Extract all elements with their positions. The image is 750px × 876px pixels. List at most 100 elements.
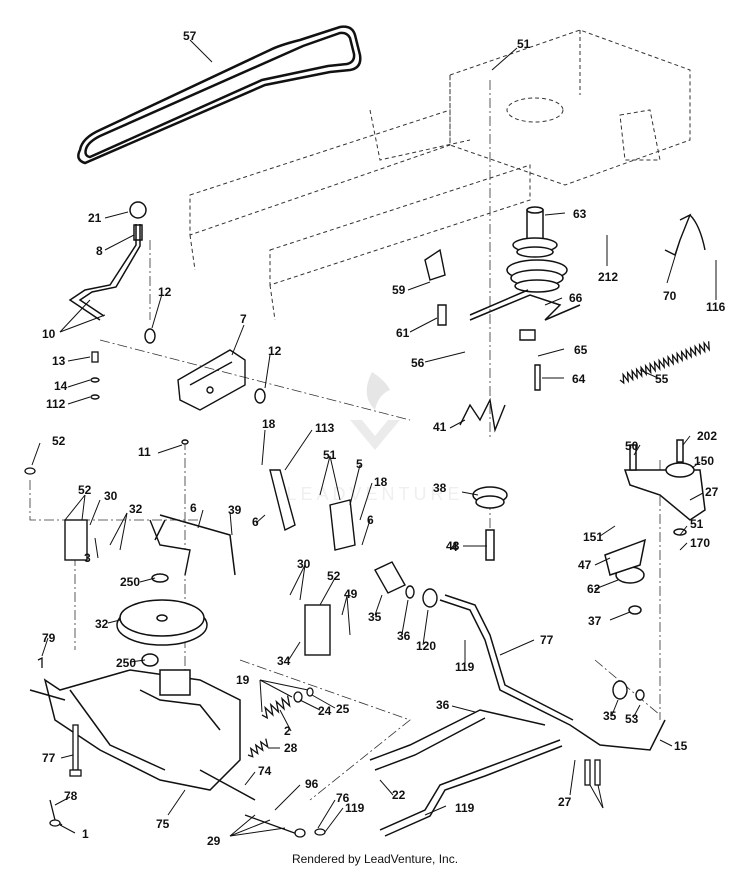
- callout-32: 32: [129, 502, 143, 516]
- callout-35: 35: [368, 610, 382, 624]
- callout-116: 116: [706, 300, 726, 314]
- control-rods: [369, 594, 666, 837]
- callout-37: 37: [588, 614, 602, 628]
- callout-4: 4: [451, 540, 458, 554]
- callout-7: 7: [240, 312, 247, 326]
- callout-50: 50: [625, 439, 639, 453]
- callout-6: 6: [190, 501, 197, 515]
- callout-250: 250: [120, 575, 140, 589]
- callout-5: 5: [356, 457, 363, 471]
- callout-22: 22: [392, 788, 406, 802]
- callout-59: 59: [392, 283, 406, 297]
- callout-2: 2: [284, 724, 291, 738]
- callout-30: 30: [297, 557, 311, 571]
- callout-52: 52: [327, 569, 341, 583]
- callout-1: 1: [82, 827, 89, 841]
- callout-27: 27: [705, 485, 719, 499]
- callout-61: 61: [396, 326, 410, 340]
- callout-113: 113: [315, 421, 335, 435]
- callout-76: 76: [336, 791, 350, 805]
- callout-66: 66: [569, 291, 583, 305]
- callout-30: 30: [104, 489, 118, 503]
- watermark-text: LEADVENTURE: [286, 484, 463, 504]
- callout-202: 202: [697, 429, 717, 443]
- callout-51: 51: [690, 517, 704, 531]
- callout-32: 32: [95, 617, 109, 631]
- callout-52: 52: [78, 483, 92, 497]
- callout-15: 15: [674, 739, 688, 753]
- brake-plate: [604, 439, 706, 615]
- callout-28: 28: [284, 741, 298, 755]
- leader-lines: [31, 39, 717, 837]
- callout-52: 52: [52, 434, 66, 448]
- callout-36: 36: [436, 698, 450, 712]
- small-brackets: [424, 213, 706, 433]
- callout-119: 119: [455, 801, 475, 815]
- callout-18: 18: [374, 475, 388, 489]
- callout-3: 3: [84, 551, 91, 565]
- callout-47: 47: [578, 558, 592, 572]
- callout-21: 21: [88, 211, 102, 225]
- spring: [619, 340, 711, 385]
- callout-39: 39: [228, 503, 242, 517]
- bolts: [24, 351, 601, 838]
- coil-springs: [247, 687, 314, 758]
- chassis-frame: [189, 29, 691, 321]
- transaxle: [29, 669, 256, 801]
- washers: [90, 328, 266, 445]
- callout-41: 41: [433, 420, 447, 434]
- callout-38: 38: [433, 481, 447, 495]
- callout-57: 57: [183, 29, 197, 43]
- callout-24: 24: [318, 704, 332, 718]
- callout-79: 79: [42, 631, 56, 645]
- callout-74: 74: [258, 764, 272, 778]
- callout-250: 250: [116, 656, 136, 670]
- callout-18: 18: [262, 417, 276, 431]
- drive-belt: [77, 25, 362, 165]
- callout-12: 12: [268, 344, 282, 358]
- callout-78: 78: [64, 789, 78, 803]
- callout-51: 51: [517, 37, 531, 51]
- callout-14: 14: [54, 379, 68, 393]
- callout-11: 11: [138, 445, 151, 459]
- callout-96: 96: [305, 777, 319, 791]
- callout-10: 10: [42, 327, 56, 341]
- callout-63: 63: [573, 207, 587, 221]
- callout-8: 8: [96, 244, 103, 258]
- callout-51: 51: [323, 448, 337, 462]
- callout-48: 48: [446, 539, 460, 553]
- callout-151: 151: [583, 530, 603, 544]
- callout-112: 112: [46, 397, 66, 411]
- callout-19: 19: [236, 673, 250, 687]
- callout-49: 49: [344, 587, 358, 601]
- callout-12: 12: [158, 285, 172, 299]
- callout-36: 36: [397, 629, 411, 643]
- callout-6: 6: [367, 513, 374, 527]
- rod-170: [154, 514, 236, 576]
- callout-170: 170: [690, 536, 710, 550]
- sleeves: [374, 561, 645, 701]
- callout-77: 77: [540, 633, 554, 647]
- callout-27: 27: [558, 795, 572, 809]
- mount-brackets: [64, 469, 356, 656]
- callout-6: 6: [252, 515, 259, 529]
- footer-credit: Rendered by LeadVenture, Inc.: [291, 852, 459, 866]
- watermark: LEADVENTURE: [286, 372, 463, 504]
- callout-56: 56: [411, 356, 425, 370]
- shift-bracket: [177, 349, 246, 411]
- callout-77: 77: [42, 751, 56, 765]
- idler-pulley-stack: [506, 206, 568, 293]
- callout-35: 35: [603, 709, 617, 723]
- callout-62: 62: [587, 582, 601, 596]
- callout-120: 120: [416, 639, 436, 653]
- shift-lever: [68, 201, 147, 321]
- callout-75: 75: [156, 817, 170, 831]
- callout-34: 34: [277, 654, 291, 668]
- idler-arm: [469, 289, 581, 321]
- callout-119: 119: [345, 801, 365, 815]
- callout-13: 13: [52, 354, 66, 368]
- callout-53: 53: [625, 712, 639, 726]
